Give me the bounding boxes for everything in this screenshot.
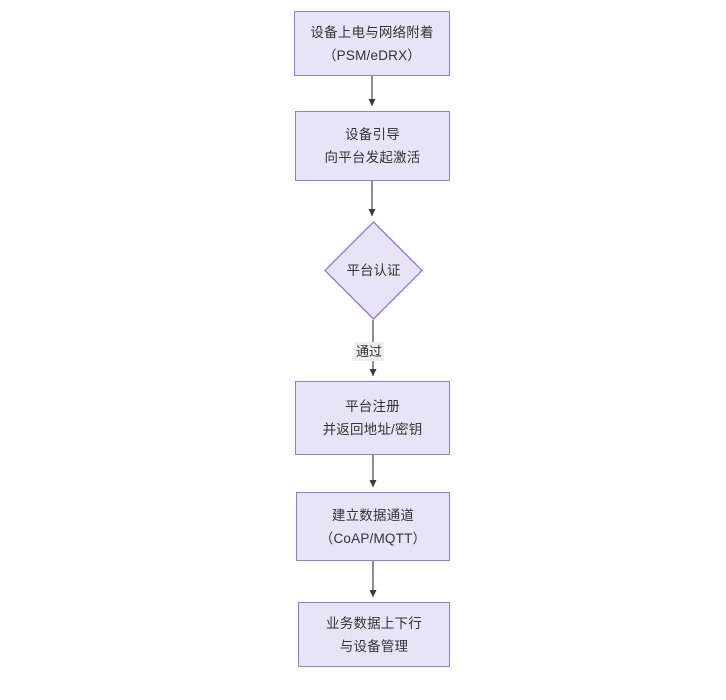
- node-label-line: 设备引导: [345, 127, 400, 142]
- node-label-line: 设备上电与网络附着: [310, 24, 434, 40]
- node-label-line: 建立数据通道: [331, 507, 415, 523]
- node-label-line: 平台认证: [346, 263, 401, 278]
- node-platform-registration[interactable]: 平台注册 并返回地址/密钥: [295, 381, 450, 455]
- node-label-line: （CoAP/MQTT）: [319, 530, 427, 546]
- node-label-line: 业务数据上下行: [326, 615, 422, 631]
- node-platform-authentication[interactable]: 平台认证: [324, 221, 423, 320]
- node-label-line: 并返回地址/密钥: [322, 422, 423, 437]
- node-establish-data-channel[interactable]: 建立数据通道 （CoAP/MQTT）: [296, 492, 450, 561]
- node-label-line: 平台注册: [345, 399, 400, 414]
- node-business-data-and-device-management[interactable]: 业务数据上下行 与设备管理: [298, 602, 450, 667]
- node-label-line: 与设备管理: [339, 638, 409, 654]
- diamond-shape-icon: [324, 221, 423, 320]
- edge-label-pass: 通过: [354, 342, 385, 361]
- node-label-line: 向平台发起激活: [324, 150, 421, 165]
- node-device-bootstrap[interactable]: 设备引导 向平台发起激活: [295, 111, 450, 181]
- node-device-power-on[interactable]: 设备上电与网络附着 （PSM/eDRX）: [294, 11, 450, 76]
- node-label-line: （PSM/eDRX）: [322, 47, 422, 63]
